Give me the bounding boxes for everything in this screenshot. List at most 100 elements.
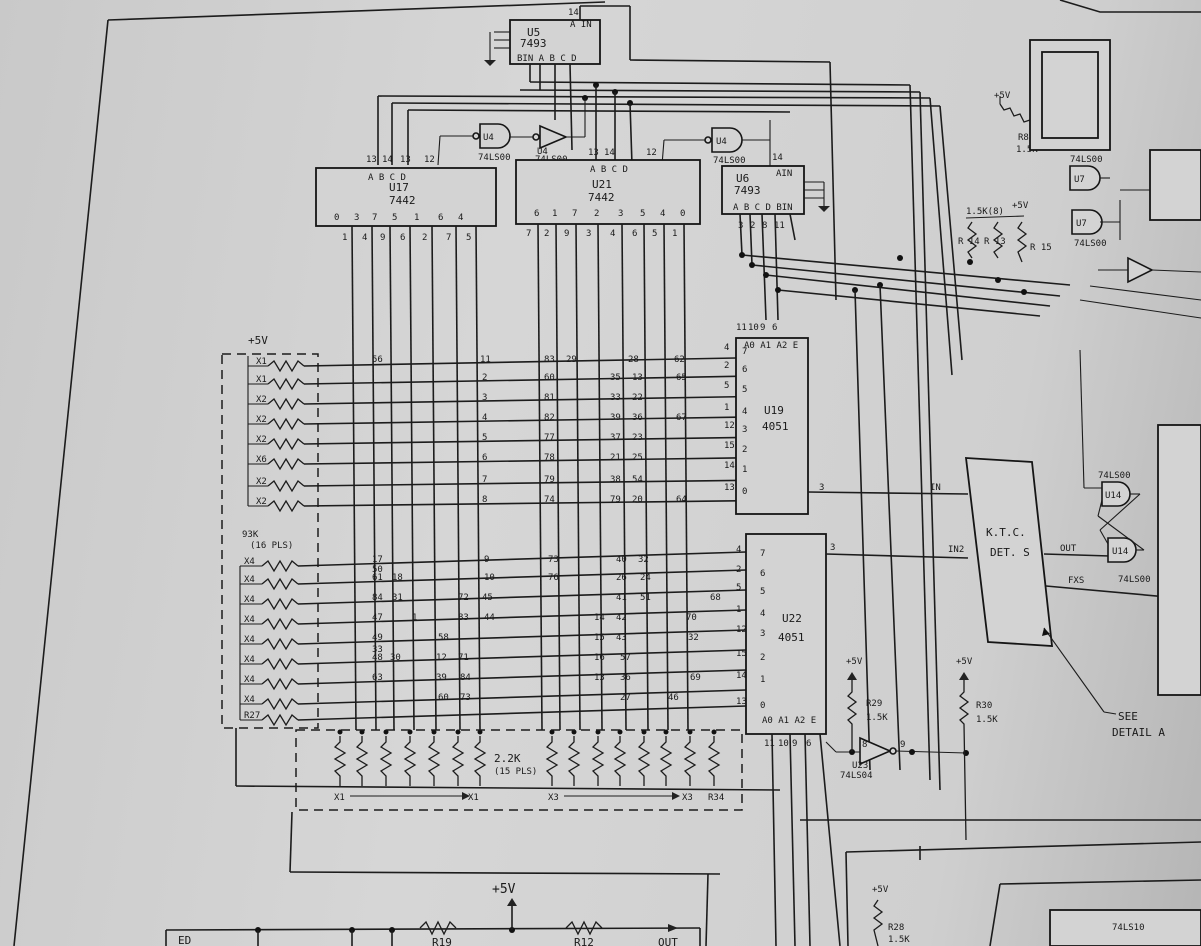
u22-addr-pin: 9: [792, 739, 797, 749]
u17-out-label: 1: [414, 213, 419, 223]
u23-ref: U23: [852, 761, 868, 771]
u19-input-pin: 14: [724, 461, 735, 471]
u19-addr-pin: 11: [736, 323, 747, 333]
u4a-part: 74LS00: [478, 153, 511, 163]
pulldown-resistor: [659, 736, 673, 786]
resistor-symbol: [261, 617, 299, 631]
resistor-symbol: [261, 577, 299, 591]
pulldown-resistor-bank: [333, 729, 721, 786]
matrix-number: 77: [544, 433, 555, 443]
u17-out-pin: 6: [400, 233, 405, 243]
u19-input-label: 7: [742, 347, 747, 357]
svg-text:3: 3: [738, 221, 743, 231]
u23-pin-in: 8: [862, 740, 867, 750]
matrix-number: 36: [632, 413, 643, 423]
u19-input-pin: 12: [724, 421, 735, 431]
matrix-number: 62: [674, 355, 685, 365]
u14-ref-a: U14: [1105, 491, 1121, 501]
rn-label-2: R 15: [1030, 243, 1052, 253]
matrix-number: 81: [544, 393, 555, 403]
u22-input-label: 3: [760, 629, 765, 639]
r28-vcc: +5V: [872, 885, 889, 895]
u17-out-pin: 4: [362, 233, 367, 243]
matrix-number: 79: [610, 495, 621, 505]
resistor-label: X4: [244, 635, 255, 645]
u22-input-label: 6: [760, 569, 765, 579]
u21-out-line: [621, 223, 627, 731]
resistor-label: X4: [244, 695, 255, 705]
pulldown-resistor: [403, 736, 417, 786]
matrix-number: 54: [632, 475, 643, 485]
matrix-number: 61: [372, 573, 383, 583]
u21-out-line: [575, 223, 581, 731]
matrix-number: 48: [372, 653, 383, 663]
matrix-number: 68: [710, 593, 721, 603]
u22-out-pin: 3: [830, 543, 835, 553]
u6-outputs: 3 2 8 11: [738, 213, 1071, 771]
see-label: SEE: [1118, 710, 1138, 723]
upper-row-line: [303, 457, 737, 465]
matrix-number: 3: [482, 393, 487, 403]
matrix-number: 39: [436, 673, 447, 683]
u19-ref: U19: [764, 404, 784, 417]
matrix-number: 82: [544, 413, 555, 423]
page-border-topright: [1059, 0, 1201, 13]
matrix-number: 73: [548, 555, 559, 565]
pulldown-resistor: [683, 736, 697, 786]
resistor-symbol: [267, 377, 305, 391]
resistor-label: X4: [244, 675, 255, 685]
resistor-symbol: [267, 457, 305, 471]
u23-part: 74LS04: [840, 771, 873, 781]
u21-out-label: 4: [660, 209, 665, 219]
u19-addr-pin: 10: [748, 323, 759, 333]
u22-input-label: 2: [760, 653, 765, 663]
lower-row-line: [297, 589, 747, 605]
pd-tag-0: X1: [334, 793, 345, 803]
bottom-left-circuit: ED R19 R12 +5V OUT +5V R28 1.5K: [165, 882, 910, 946]
upper-row-line: [303, 375, 737, 385]
r30-ref: R30: [976, 701, 992, 711]
u22-input-pin: 5: [736, 583, 741, 593]
u19-input-label: 4: [742, 407, 747, 417]
resistor-symbol: [261, 657, 299, 671]
svg-text:14: 14: [382, 155, 393, 165]
matrix-number: 32: [688, 633, 699, 643]
matrix-number: 13: [594, 673, 605, 683]
matrix-number: 69: [690, 673, 701, 683]
upper-row-line: [303, 416, 737, 425]
resistor-label: X4: [244, 575, 255, 585]
matrix-number: 83: [544, 355, 555, 365]
u6-ref: U6: [736, 172, 749, 185]
page-border-left: [13, 19, 109, 946]
u4b-ref: U4: [537, 147, 548, 157]
u17-out-line: [371, 225, 377, 731]
u17-ref: U17: [389, 181, 409, 194]
resistor-label: X4: [244, 557, 255, 567]
u19-input-label: 0: [742, 487, 747, 497]
u17-out-label: 4: [458, 213, 463, 223]
u19-addr-pin: 6: [772, 323, 777, 333]
u22-addr: A0 A1 A2 E: [762, 716, 816, 726]
pd-tag-3: X3: [682, 793, 693, 803]
matrix-number: 6: [482, 453, 487, 463]
matrix-number: 28: [628, 355, 639, 365]
matrix-number: 1: [412, 613, 417, 623]
matrix-number: 46: [668, 693, 679, 703]
matrix-number: 78: [544, 453, 555, 463]
u22-part: 4051: [778, 631, 805, 644]
matrix-number: 26: [616, 573, 627, 583]
lower-bank-note: 93K: [242, 530, 259, 540]
lower-row-line: [297, 609, 747, 625]
u6-ain-pin: 14: [772, 153, 783, 163]
u22-input-pin: 13: [736, 697, 747, 707]
u5-output-bus: [377, 63, 963, 791]
r8-ref: R8: [1018, 133, 1029, 143]
lower-row-line: [297, 649, 747, 665]
ktc-line1: K.T.C.: [986, 526, 1026, 539]
svg-text:13: 13: [588, 148, 599, 158]
u21-out-label: 5: [640, 209, 645, 219]
u5-part: 7493: [520, 37, 547, 50]
u22-input-label: 4: [760, 609, 765, 619]
